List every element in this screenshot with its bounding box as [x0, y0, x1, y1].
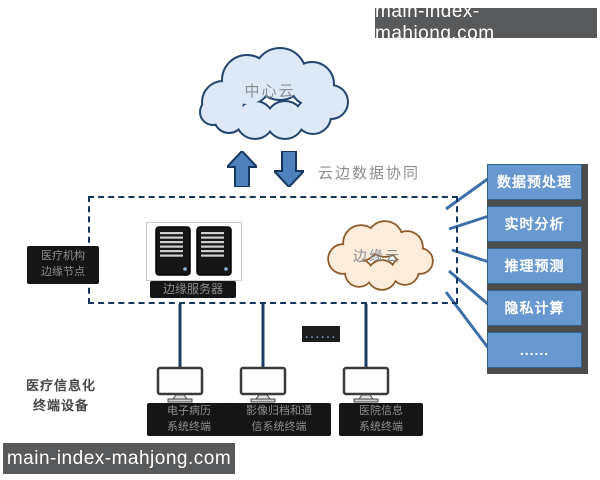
function-box-privacy: 隐私计算	[487, 290, 582, 326]
function-box-realtime-analysis: 实时分析	[487, 206, 582, 242]
function-box-inference: 推理预测	[487, 248, 582, 284]
watermark-bottom-left: main-index-mahjong.com	[3, 443, 235, 474]
terminal-label-his: 医院信息 系统终端	[339, 403, 423, 436]
terminal-ellipsis: ......	[302, 326, 340, 342]
terminal-label-emr: 电子病历 系统终端	[147, 403, 231, 436]
terminal-label-line: 信系统终端	[251, 420, 307, 433]
edge-cloud-label: 边缘云	[353, 248, 401, 264]
function-box-more: ......	[487, 332, 582, 368]
terminal-label-line: 影像归档和通	[246, 404, 312, 417]
down-arrow-icon	[274, 151, 304, 187]
monitor-icon	[156, 366, 204, 403]
cloud-edge-sync-label: 云边数据协同	[318, 165, 421, 182]
edge-function-list: 数据预处理 实时分析 推理预测 隐私计算 ......	[487, 164, 588, 374]
monitor-icon	[342, 366, 390, 403]
up-arrow-icon	[227, 151, 257, 187]
terminal-group-label: 医疗信息化 终端设备	[15, 376, 107, 415]
edge-server-label: 边缘服务器	[150, 281, 236, 298]
central-cloud-label: 中心云	[244, 82, 296, 100]
terminal-label-line: 电子病历	[167, 404, 211, 417]
watermark-top-right: main-index-mahjong.com	[375, 1, 597, 44]
monitor-icon	[239, 366, 287, 403]
central-cloud-icon	[199, 47, 349, 140]
edge-node-label: 医疗机构 边缘节点	[27, 246, 99, 284]
function-box-data-preprocess: 数据预处理	[487, 164, 582, 200]
edge-cloud-icon	[327, 220, 434, 291]
server-towers-icon	[146, 222, 242, 281]
terminal-group-label-line2: 终端设备	[32, 397, 89, 413]
terminal-label-line: 系统终端	[167, 420, 211, 433]
edge-node-label-line2: 边缘节点	[41, 266, 85, 278]
terminal-label-line: 系统终端	[359, 420, 403, 433]
edge-node-label-line1: 医疗机构	[41, 250, 85, 263]
terminal-group-label-line1: 医疗信息化	[25, 378, 96, 393]
terminal-label-pacs: 影像归档和通 信系统终端	[227, 403, 331, 436]
terminal-label-line: 医院信息	[359, 404, 403, 417]
